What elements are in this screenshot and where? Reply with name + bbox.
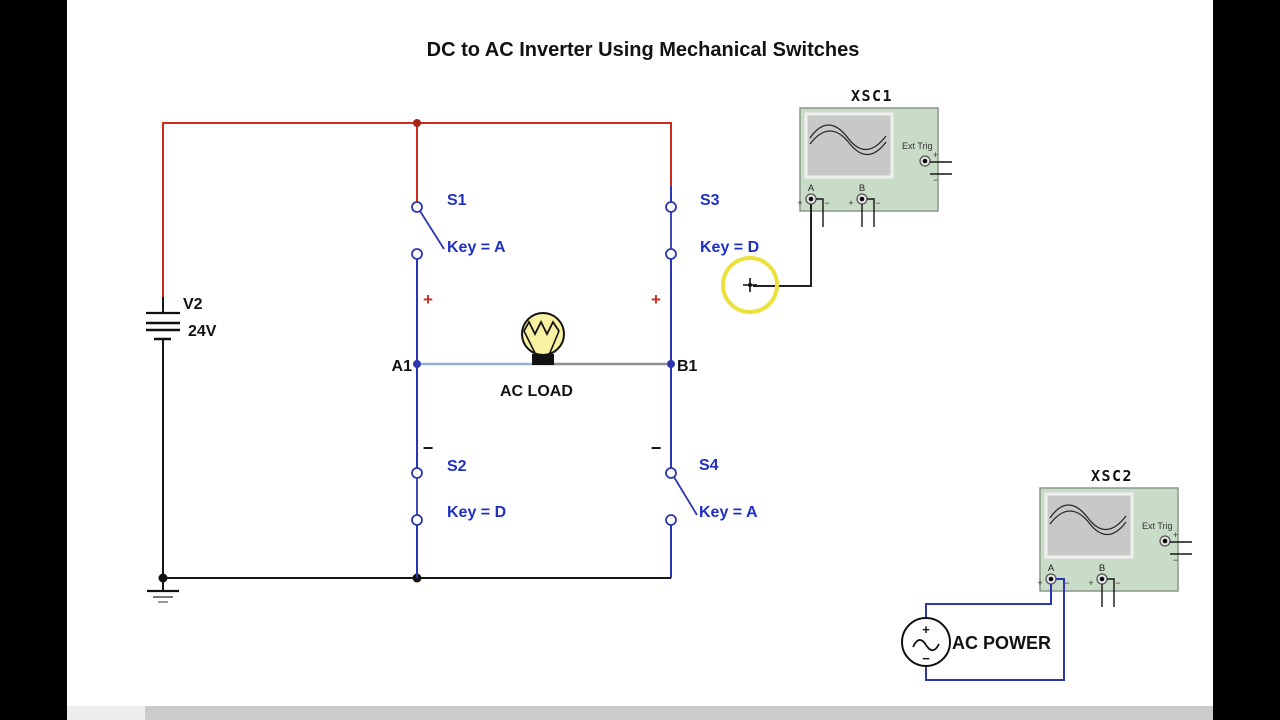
xsc1-a-minus: −: [824, 198, 829, 208]
xsc1-name-label: XSC1: [851, 87, 893, 105]
bulb-filament: [523, 319, 560, 337]
xsc1-b-minus: −: [875, 198, 880, 208]
s2-ref-label: S2: [447, 458, 467, 475]
letterbox-right: [1213, 0, 1280, 720]
crosshair-center: [748, 283, 752, 287]
xsc2-terminal-b-pin: [1099, 576, 1105, 582]
s3-ref-label: S3: [700, 192, 720, 209]
bulb-filament-legs: [523, 330, 560, 356]
xsc1-a-minus-lead: [816, 198, 824, 227]
ac-source-circle[interactable]: [901, 617, 951, 667]
junction-dot-a1: [413, 360, 421, 368]
polarity-plus-right: +: [651, 290, 661, 309]
horizontal-scrollbar-thumb[interactable]: [145, 706, 1213, 720]
s1-key-label: Key = A: [447, 239, 506, 256]
s1-terminal-bottom[interactable]: [411, 248, 423, 260]
wire-xsc1-probe: [753, 204, 812, 287]
xsc2-ext-trig-terminal-pin: [1162, 538, 1168, 544]
node-b1-label: B1: [677, 358, 698, 375]
switch-s1[interactable]: S1 Key = A: [411, 192, 506, 260]
xsc2-a-minus: −: [1064, 578, 1069, 588]
xsc1-ext-trig-leads: [930, 161, 952, 175]
letterbox-left: [0, 0, 67, 720]
xsc1-ext-trig-terminal-pin: [922, 158, 928, 164]
xsc2-channel-a-label: A: [1048, 563, 1055, 574]
xsc2-name-label: XSC2: [1091, 467, 1133, 485]
ground-symbol[interactable]: [147, 578, 179, 603]
xsc2-waveform: [1049, 504, 1127, 536]
s2-terminal-bottom[interactable]: [411, 514, 423, 526]
xsc2-ext-trig-label: Ext Trig: [1142, 521, 1173, 531]
diagram-title: DC to AC Inverter Using Mechanical Switc…: [427, 39, 860, 61]
xsc2-wave-a: [1049, 504, 1127, 531]
polarity-minus-right: −: [651, 438, 662, 458]
ac-source-minus: −: [922, 651, 930, 666]
wire-xsc2-a-plus: [925, 584, 1052, 618]
ac-power-source[interactable]: + − AC POWER: [901, 617, 1051, 667]
xsc2-a-plus: +: [1037, 578, 1042, 588]
xsc2-ext-trig-leads: [1170, 541, 1192, 555]
xsc2-ext-minus: −: [1173, 555, 1178, 565]
node-a1-label: A1: [392, 358, 413, 375]
s3-terminal-bottom[interactable]: [665, 248, 677, 260]
s2-terminal-top[interactable]: [411, 467, 423, 479]
xsc2-b-leads: [1101, 578, 1115, 607]
xsc2-b-plus: +: [1088, 578, 1093, 588]
battery-value-label: 24V: [188, 323, 217, 340]
battery-v2[interactable]: V2 24V: [146, 296, 217, 341]
xsc1-screen: [804, 112, 894, 179]
polarity-plus-left: +: [423, 290, 433, 309]
s1-blade: [419, 210, 445, 250]
polarity-minus-left: −: [423, 438, 434, 458]
junction-dot-top: [413, 119, 421, 127]
s4-terminal-bottom[interactable]: [665, 514, 677, 526]
wire-xsc2-a-minus: [925, 578, 1065, 681]
switch-s4[interactable]: S4 Key = A: [665, 457, 758, 526]
bulb-base: [532, 354, 554, 365]
s1-ref-label: S1: [447, 192, 467, 209]
s3-key-label: Key = D: [700, 239, 759, 256]
xsc2-wave-b: [1049, 510, 1127, 536]
s2-key-label: Key = D: [447, 504, 506, 521]
xsc1-waveform: [809, 124, 887, 156]
s4-ref-label: S4: [699, 457, 719, 474]
junction-dot-b1: [667, 360, 675, 368]
xsc2-ext-plus: +: [1173, 530, 1178, 540]
xsc1-b-leads: [861, 198, 875, 227]
xsc1-wave-a: [809, 124, 887, 151]
battery-ref-label: V2: [183, 296, 203, 313]
s3-terminal-top[interactable]: [665, 201, 677, 213]
xsc1-b-plus: +: [848, 198, 853, 208]
xsc1-ext-trig-label: Ext Trig: [902, 141, 933, 151]
switch-s2[interactable]: S2 Key = D: [411, 458, 506, 526]
s4-blade: [673, 476, 698, 516]
s4-key-label: Key = A: [699, 504, 758, 521]
lamp-ac-load[interactable]: AC LOAD: [500, 312, 573, 400]
oscilloscope-xsc1[interactable]: XSC1 Ext Trig + − A B + − + −: [797, 87, 952, 227]
xsc2-terminal-a-pin: [1048, 576, 1054, 582]
xsc1-terminal-a-pin: [808, 196, 814, 202]
ac-load-label: AC LOAD: [500, 383, 573, 400]
xsc1-wave-b: [809, 130, 887, 156]
ac-power-label: AC POWER: [952, 633, 1051, 653]
s4-terminal-top[interactable]: [665, 467, 677, 479]
xsc1-ext-plus: +: [933, 150, 938, 160]
oscilloscope-xsc2[interactable]: XSC2 Ext Trig + − A B + − + −: [1037, 467, 1192, 607]
xsc1-terminal-b-pin: [859, 196, 865, 202]
xsc1-channel-b-label: B: [859, 183, 865, 194]
ac-source-plus: +: [922, 622, 930, 637]
xsc1-ext-minus: −: [933, 175, 938, 185]
xsc1-channel-a-label: A: [808, 183, 815, 194]
xsc2-b-minus: −: [1115, 578, 1120, 588]
sine-symbol: [912, 639, 940, 652]
xsc2-channel-b-label: B: [1099, 563, 1105, 574]
click-highlight-circle: [721, 256, 779, 314]
xsc1-a-plus: +: [797, 198, 802, 208]
switch-s3[interactable]: S3 Key = D: [665, 192, 759, 260]
mouse-crosshair-cursor: [743, 278, 757, 292]
xsc2-screen: [1044, 492, 1134, 559]
s1-terminal-top[interactable]: [411, 201, 423, 213]
